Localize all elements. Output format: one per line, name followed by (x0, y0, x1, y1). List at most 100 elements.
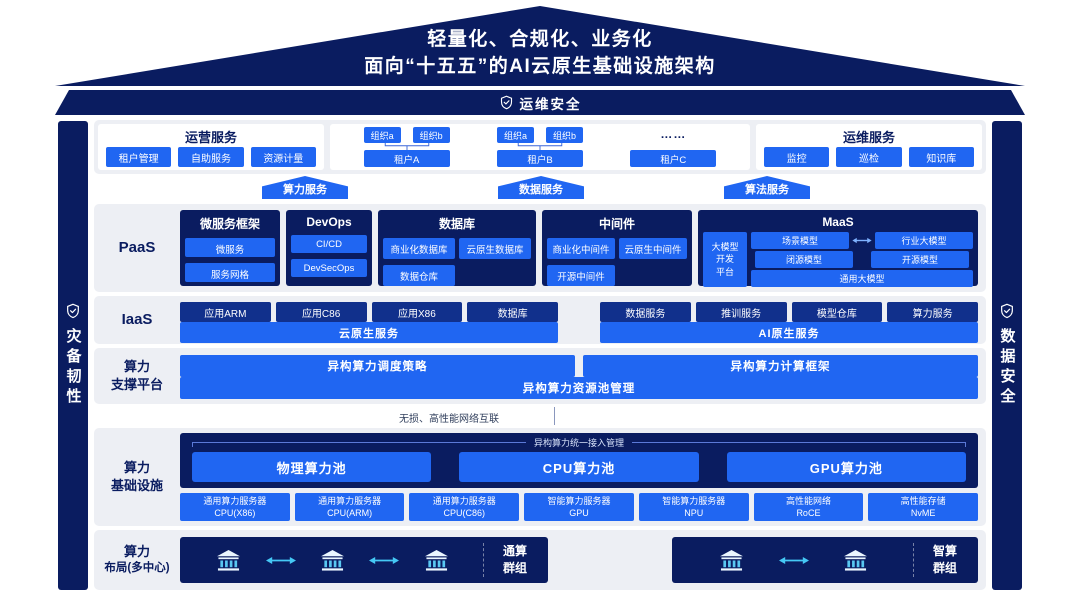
server-type: CPU(C86) (443, 508, 486, 518)
computing-support-row: 算力 支撑平台 异构算力调度策略 异构算力计算框架 异构算力资源池管理 (94, 348, 986, 404)
tenant-management-item: 租户管理 (106, 147, 172, 167)
main-content: 运营服务 租户管理 自助服务 资源计量 组织a 组织b 租户A (94, 120, 986, 590)
resource-pool-management-bar: 异构算力资源池管理 (180, 377, 978, 399)
server-name: 高性能存储 (900, 495, 946, 506)
server-name: 高性能网络 (785, 495, 831, 506)
server-name: 通用算力服务器 (318, 495, 382, 506)
shield-check-icon (999, 303, 1015, 319)
tenant-group-a: 组织a 组织b 租户A (347, 127, 467, 167)
computing-support-label: 算力 支撑平台 (94, 355, 180, 397)
disaster-resilience-pillar: 灾备韧性 (58, 121, 88, 590)
scene-model-item: 场景模型 (751, 232, 849, 249)
server-name: 智能算力服务器 (547, 495, 611, 506)
microservice-framework-title: 微服务框架 (199, 217, 260, 231)
tenant-services-row: 运营服务 租户管理 自助服务 资源计量 组织a 组织b 租户A (94, 120, 986, 174)
bidirectional-arrow-icon (852, 237, 872, 244)
maas-model-row1: 场景模型 行业大模型 (751, 232, 973, 249)
shield-check-icon (499, 95, 514, 110)
inspection-item: 巡检 (836, 147, 902, 167)
multicenter-layout-row: 算力 布局(多中心) 通算 群组 (94, 530, 986, 590)
closed-source-model-item: 闭源模型 (755, 251, 853, 268)
general-model-item: 通用大模型 (751, 270, 973, 287)
maas-model-row2: 闭源模型 开源模型 (751, 251, 973, 268)
operation-service-panel: 运营服务 租户管理 自助服务 资源计量 (98, 124, 324, 170)
computing-service-arrow: 算力服务 (262, 176, 348, 199)
datacenter-icon (842, 549, 869, 572)
cloud-native-middleware-item: 云原生中间件 (619, 238, 687, 259)
app-c86-item: 应用C86 (275, 302, 367, 322)
roof-title-line2: 面向“十五五”的AI云原生基础设施架构 (364, 56, 716, 78)
cloud-native-items: 应用ARM 应用C86 应用X86 数据库 (180, 302, 558, 322)
tenant-a-item: 租户A (363, 150, 450, 167)
org-b-item: 组织b (545, 127, 583, 143)
maas-body: 大模型 开发 平台 场景模型 行业大模型 闭源模型 开源模型 通 (703, 232, 973, 287)
server-cpu-x86: 通用算力服务器 CPU(X86) (180, 493, 290, 521)
app-x86-item: 应用X86 (371, 302, 463, 322)
computing-framework-bar: 异构算力计算框架 (583, 355, 978, 377)
iaas-layer-label: IaaS (121, 310, 153, 328)
compute-pools: 物理算力池 CPU算力池 GPU算力池 (192, 452, 966, 482)
server-cpu-arm: 通用算力服务器 CPU(ARM) (294, 493, 405, 521)
database-row2: 数据仓库 (383, 265, 531, 286)
service-arrows-band: 算力服务 数据服务 算法服务 (94, 176, 986, 200)
paas-box-middleware: 中间件 商业化中间件 云原生中间件 开源中间件 (542, 210, 692, 286)
middleware-title: 中间件 (598, 217, 635, 231)
bidirectional-arrow-icon (266, 556, 296, 565)
model-repository-item: 模型仓库 (791, 302, 883, 322)
datacenter-icons (684, 549, 903, 572)
network-roce: 高性能网络 RoCE (753, 493, 864, 521)
group-divider (483, 543, 484, 577)
paas-box-database: 数据库 商业化数据库 云原生数据库 数据仓库 (378, 210, 536, 286)
compute-pools-panel: 异构算力统一接入管理 物理算力池 CPU算力池 GPU算力池 (180, 433, 978, 488)
server-type: GPU (569, 508, 589, 518)
data-security-pillar: 数据安全 (992, 121, 1022, 590)
ai-native-items: 数据服务 推训服务 模型仓库 算力服务 (600, 302, 978, 322)
open-source-model-item: 开源模型 (871, 251, 969, 268)
ai-group-label-line2: 群组 (932, 561, 957, 575)
ops-security-label: 运维安全 (519, 96, 582, 112)
infra-content: 异构算力统一接入管理 物理算力池 CPU算力池 GPU算力池 通用算力服务器 C… (180, 433, 979, 521)
org-items: 组织a 组织b (363, 127, 450, 143)
server-npu: 智能算力服务器 NPU (638, 493, 749, 521)
multicenter-label-line1: 算力 (123, 544, 150, 560)
tenant-c-item: 租户C (630, 150, 717, 167)
ai-native-service-group: 数据服务 推训服务 模型仓库 算力服务 AI原生服务 (600, 302, 978, 343)
training-inference-item: 推训服务 (695, 302, 787, 322)
datacenter-icon (319, 549, 346, 572)
paas-box-microservice: 微服务框架 微服务 服务网格 (180, 210, 280, 286)
roof-title-line1: 轻量化、合规化、业务化 (427, 29, 653, 51)
llm-dev-platform-item: 大模型 开发 平台 (703, 232, 747, 287)
org-items: 组织a 组织b (496, 127, 583, 143)
tenant-b-item: 租户B (496, 150, 583, 167)
tenant-group-c: …… 租户C (613, 127, 733, 167)
monitoring-item: 监控 (764, 147, 830, 167)
devsecops-item: DevSecOps (291, 259, 367, 277)
paas-layer-label: PaaS (118, 238, 156, 256)
resource-metering-item: 资源计量 (250, 147, 316, 167)
cicd-item: CI/CD (291, 235, 367, 253)
cloud-native-service-bar: 云原生服务 (180, 322, 558, 343)
org-a-item: 组织a (363, 127, 401, 143)
interconnect-label: 无损、高性能网络互联 (399, 414, 499, 425)
ai-native-service-bar: AI原生服务 (600, 322, 978, 343)
data-security-label: 数据安全 (998, 328, 1016, 408)
server-type: CPU(ARM) (327, 508, 373, 518)
more-orgs-ellipsis: …… (660, 127, 687, 141)
iaas-layer-row: IaaS 应用ARM 应用C86 应用X86 数据库 云原生服务 数据服务 推训… (94, 296, 986, 344)
paas-boxes: 微服务框架 微服务 服务网格 DevOps CI/CD DevSecOps 数据… (180, 210, 978, 287)
general-group-label: 通算 群组 (494, 543, 536, 577)
ops-security-bar: 运维安全 (55, 90, 1025, 115)
commercial-database-item: 商业化数据库 (383, 238, 455, 259)
bracket-line-right (632, 439, 967, 447)
server-type: RoCE (796, 508, 821, 518)
group-divider (913, 543, 914, 577)
bidirectional-arrow-icon (779, 556, 809, 565)
support-content: 异构算力调度策略 异构算力计算框架 异构算力资源池管理 (180, 355, 978, 399)
org-a-item: 组织a (496, 127, 534, 143)
ai-group-label: 智算 群组 (924, 543, 966, 577)
server-type: CPU(X86) (214, 508, 256, 518)
paas-box-maas: MaaS 大模型 开发 平台 场景模型 行业大模型 闭源模型 开源模型 (698, 210, 978, 287)
self-service-item: 自助服务 (178, 147, 244, 167)
maas-title: MaaS (822, 215, 854, 229)
infra-label-line1: 算力 (123, 460, 150, 476)
